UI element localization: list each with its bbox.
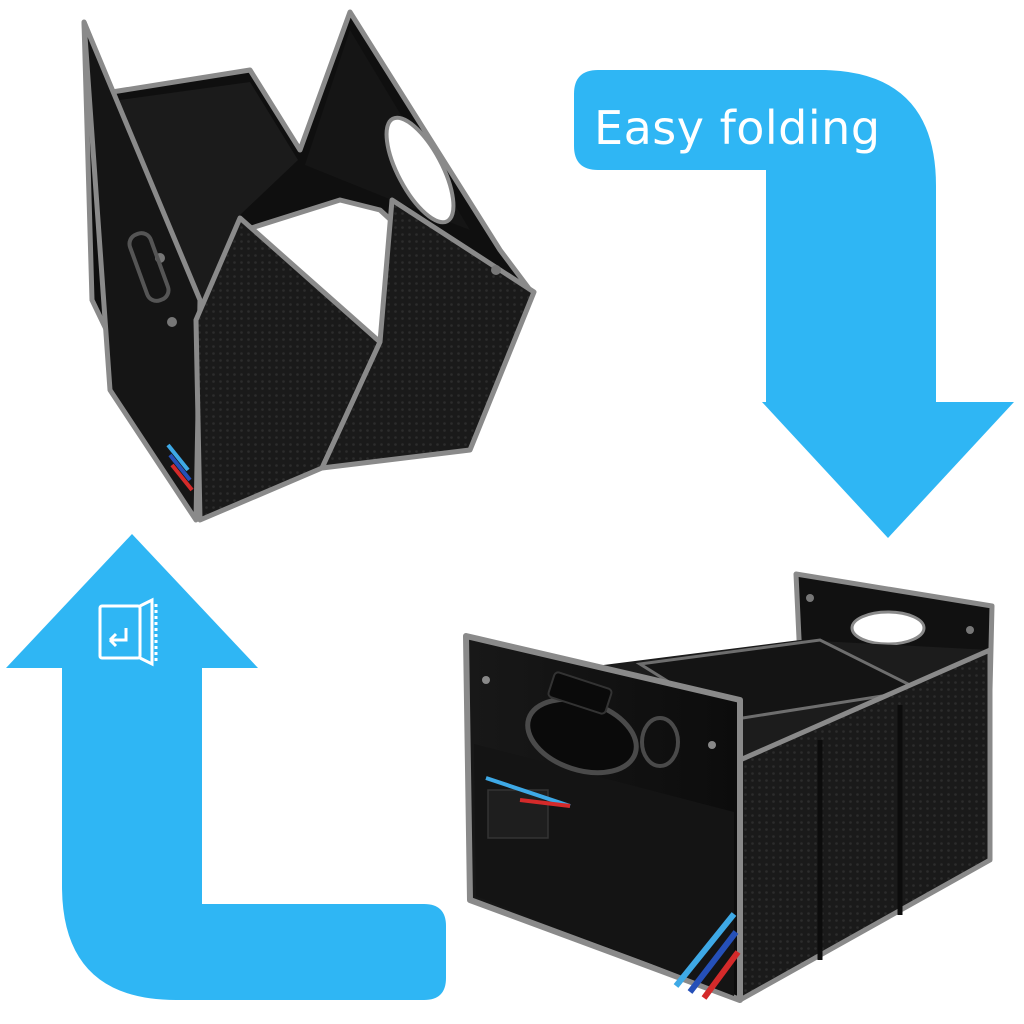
- arrow-curve-lower: [62, 668, 446, 1000]
- fold-arrow-down: [574, 70, 1014, 538]
- arrow-curve: [766, 70, 936, 404]
- easy-folding-caption: Easy folding: [594, 101, 881, 155]
- arrow-head-down: [762, 402, 1014, 538]
- folded-organizer: [81, 9, 537, 523]
- arrow-bar-horizontal: [574, 70, 866, 170]
- open-organizer: [463, 571, 995, 1003]
- arrow-head-up: [6, 534, 258, 668]
- fold-arrow-up: [6, 534, 446, 1000]
- folding-document-icon: [98, 597, 158, 667]
